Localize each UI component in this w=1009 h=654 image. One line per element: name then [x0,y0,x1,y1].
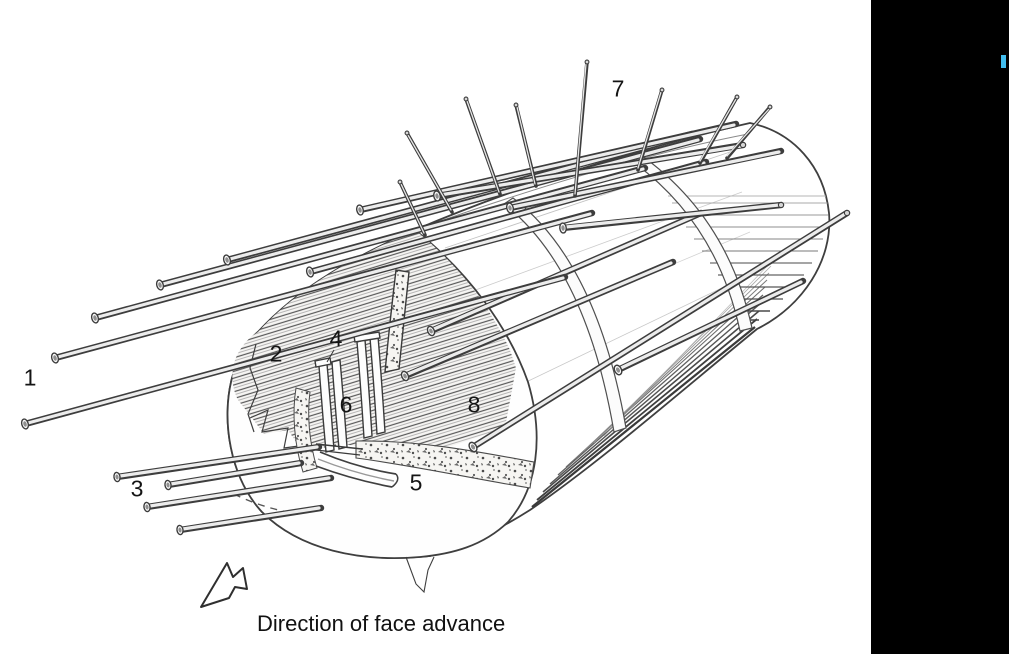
figure-label-8: 8 [467,391,481,418]
invert-channel [315,443,399,488]
figure-label-3: 3 [130,475,144,502]
umbrella-forepoling-pipes [20,120,785,430]
figure-label-5: 5 [409,469,423,496]
label-4-leader [326,349,335,363]
face-forepoling-pipes [400,209,851,453]
face-advance-arrow-icon [200,562,248,608]
figure-label-7: 7 [611,75,625,102]
letterbox-panel [871,0,1009,654]
lower-forepoling-pipes [113,443,335,536]
figure-label-1: 1 [23,364,37,391]
rock-bolts [397,59,773,237]
text-cursor-mark [1001,55,1006,68]
shotcrete-bench-band [355,440,535,489]
figure-label-2: 2 [269,340,283,367]
figure-label-4: 4 [329,325,343,352]
tunnel-diagram [20,59,851,608]
figure-caption: Direction of face advance [257,611,506,636]
figure-label-6: 6 [339,391,353,418]
